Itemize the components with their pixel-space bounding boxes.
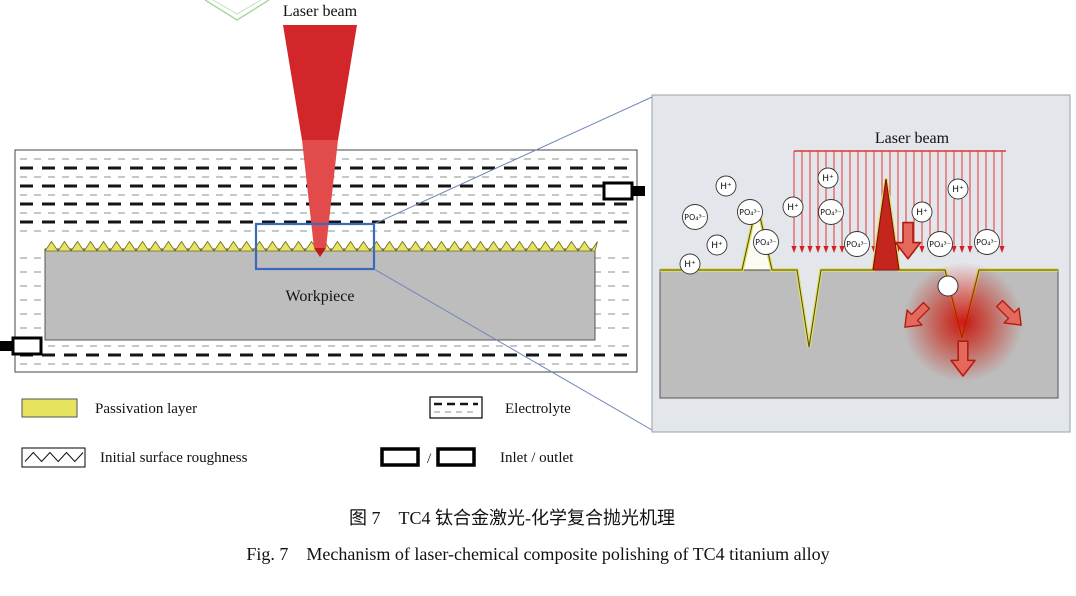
svg-text:PO₄³⁻: PO₄³⁻ [739, 208, 761, 217]
ion-h-plus: H⁺ [947, 178, 969, 200]
outlet-swatch [436, 447, 476, 467]
melt-flow-arrow-left-icon [904, 301, 931, 328]
svg-text:PO₄³⁻: PO₄³⁻ [929, 240, 951, 249]
inlet-outlet-separator: / [427, 451, 432, 467]
caption-english: Fig. 7 Mechanism of laser-chemical compo… [246, 544, 829, 564]
svg-text:H⁺: H⁺ [952, 185, 964, 195]
caption-chinese: 图 7 TC4 钛合金激光-化学复合抛光机理 [349, 508, 675, 528]
ion-h-plus: H⁺ [782, 196, 804, 218]
passivation-swatch [21, 398, 78, 418]
laser-beam-upper [283, 25, 357, 140]
melt-pool-glow [903, 262, 1023, 382]
ion-phosphate: PO₄³⁻ [818, 199, 844, 225]
svg-text:PO₄³⁻: PO₄³⁻ [820, 208, 842, 217]
legend: Passivation layer Electrolyte Initial su… [21, 396, 574, 468]
ion-phosphate: PO₄³⁻ [927, 231, 953, 257]
svg-text:H⁺: H⁺ [684, 260, 696, 270]
inset-laser-beam-label: Laser beam [875, 130, 950, 147]
legend-electrolyte: Electrolyte [429, 396, 571, 419]
laser-beam-tip [314, 248, 326, 257]
ion-phosphate: PO₄³⁻ [844, 231, 870, 257]
roughness-zigzag [24, 451, 84, 463]
ion-phosphate: PO₄³⁻ [753, 229, 779, 255]
inset-panel: Laser beam H⁺ H⁺ H⁺ [651, 94, 1071, 433]
svg-text:PO₄³⁻: PO₄³⁻ [755, 238, 777, 247]
workpiece-label: Workpiece [286, 288, 355, 305]
bubble-circle [937, 275, 959, 297]
inlet-swatch [380, 447, 420, 467]
roughness-label: Initial surface roughness [100, 450, 248, 466]
ion-phosphate: PO₄³⁻ [737, 199, 763, 225]
ion-h-plus: H⁺ [911, 201, 933, 223]
svg-text:H⁺: H⁺ [822, 174, 834, 184]
melt-flow-arrow-right-icon [995, 299, 1022, 326]
workpiece: Workpiece [44, 240, 598, 341]
ion-phosphate: PO₄³⁻ [682, 204, 708, 230]
zoom-connector-lines [373, 96, 653, 431]
svg-text:H⁺: H⁺ [787, 203, 799, 213]
laser-pressure-arrow-icon [894, 221, 922, 260]
svg-text:H⁺: H⁺ [916, 208, 928, 218]
legend-roughness: Initial surface roughness [21, 447, 248, 468]
svg-text:PO₄³⁻: PO₄³⁻ [976, 238, 998, 247]
ion-h-plus: H⁺ [706, 234, 728, 256]
inlet-outlet-label: Inlet / outlet [500, 450, 574, 466]
svg-text:H⁺: H⁺ [711, 241, 723, 251]
melt-flow-arrow-down-icon [950, 340, 976, 377]
inlet-port [0, 336, 43, 356]
ion-h-plus: H⁺ [679, 253, 701, 275]
cropped-green-chevron [204, 0, 270, 21]
svg-text:H⁺: H⁺ [720, 182, 732, 192]
ion-h-plus: H⁺ [715, 175, 737, 197]
legend-inlet-outlet: / Inlet / outlet [380, 447, 574, 467]
outlet-port [602, 181, 645, 201]
ion-phosphate: PO₄³⁻ [974, 229, 1000, 255]
laser-beam-lower [302, 140, 338, 248]
electrolyte-label: Electrolyte [505, 401, 571, 417]
workpiece-body [44, 248, 596, 341]
laser-beam-label: Laser beam [283, 3, 358, 20]
inset-heated-peak [872, 178, 900, 271]
passivation-label: Passivation layer [95, 401, 197, 417]
svg-text:PO₄³⁻: PO₄³⁻ [684, 213, 706, 222]
electrolyte-swatch [429, 396, 483, 419]
svg-text:PO₄³⁻: PO₄³⁻ [846, 240, 868, 249]
zoom-highlight-box [254, 222, 376, 271]
ion-field: H⁺ H⁺ H⁺ H⁺ H⁺ H⁺ H⁺ PO₄³⁻ PO₄³⁻ PO₄³⁻ P… [679, 167, 1000, 275]
ion-h-plus: H⁺ [817, 167, 839, 189]
laser-beam: Laser beam [283, 3, 358, 257]
legend-passivation: Passivation layer [21, 398, 197, 418]
roughness-swatch [21, 447, 86, 468]
